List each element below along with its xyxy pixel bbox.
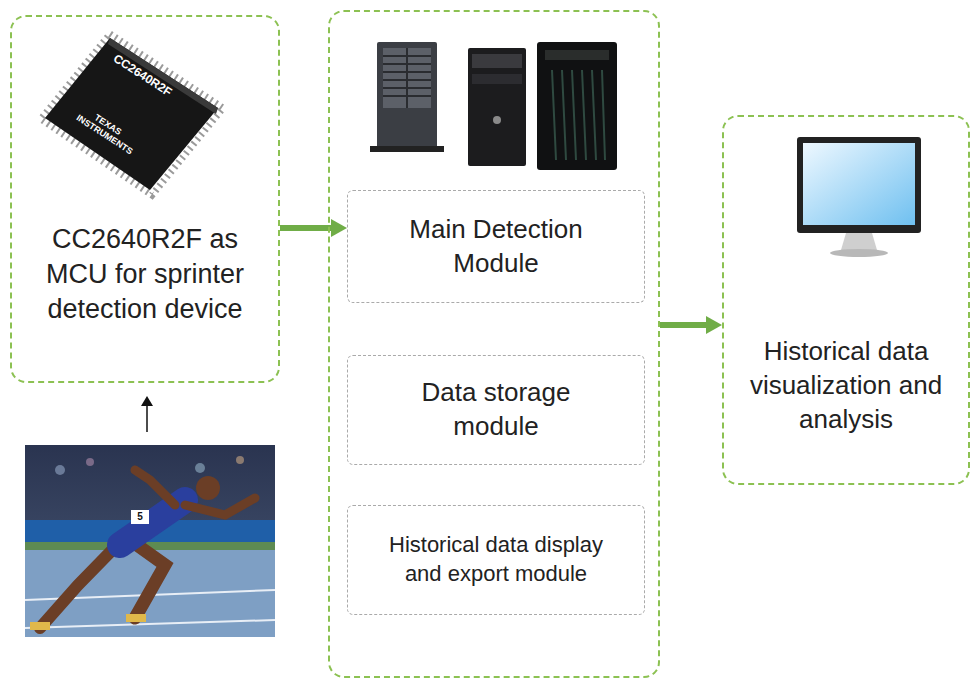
- sprinter-photo-part: [25, 445, 275, 637]
- input-arrow-part: [141, 396, 153, 406]
- node-text: CC2640R2F as MCU for sprinter detection …: [24, 222, 266, 327]
- server-tower-part: [377, 42, 437, 150]
- sprinter-photo-part: [40, 540, 122, 628]
- monitor-icon: [797, 137, 921, 257]
- server-tower-part: [472, 54, 522, 68]
- sprinter-photo-part: [25, 620, 275, 628]
- arrow-shaft: [280, 225, 333, 231]
- flow-arrow: [660, 316, 722, 334]
- sprinter-photo-part: [185, 498, 255, 515]
- chip-illustration-part: [108, 38, 218, 114]
- module-box: Main Detection Module: [347, 190, 645, 303]
- sprinter-photo-part: [131, 510, 149, 524]
- node-text: Data storage module: [388, 376, 604, 444]
- output-panel: Historical data visualization and analys…: [722, 115, 970, 485]
- server-tower-part: [552, 70, 605, 160]
- sprinter-photo: [25, 445, 275, 637]
- server-tower-part: [472, 74, 522, 84]
- server-tower-part: [468, 48, 526, 166]
- server-tower-part: [537, 42, 617, 170]
- bib-number: 5: [135, 511, 145, 522]
- sprinter-photo-part: [196, 476, 220, 500]
- monitor-icon-part: [841, 233, 877, 250]
- server-tower: [468, 48, 526, 166]
- server-tower-part: [370, 146, 444, 152]
- sprinter-photo-part: [86, 458, 94, 466]
- sprinter-photo-part: [55, 465, 65, 475]
- arrow-head: [331, 219, 347, 237]
- server-tower-part: [383, 48, 431, 108]
- input-arrow-part: [146, 404, 148, 432]
- arrow-shaft: [660, 322, 708, 328]
- sprinter-photo-part: [130, 540, 165, 618]
- chip-illustration: [41, 34, 223, 195]
- sprinter-photo-part: [236, 456, 244, 464]
- monitor-icon-part: [803, 143, 915, 225]
- monitor-icon-part: [797, 137, 921, 233]
- chip-illustration-part: [41, 34, 223, 195]
- server-tower: [370, 42, 444, 152]
- server-panel: Main Detection ModuleData storage module…: [328, 10, 660, 678]
- monitor-icon-part: [830, 249, 888, 257]
- node-text: Main Detection Module: [370, 213, 622, 281]
- server-tower-part: [406, 48, 408, 108]
- module-box: Data storage module: [347, 355, 645, 465]
- sprinter-photo-part: [195, 463, 205, 473]
- sprinter-photo-part: [30, 622, 50, 630]
- module-box: Historical data display and export modul…: [347, 505, 645, 615]
- sprinter-photo-part: [126, 614, 146, 622]
- input-arrow: [141, 396, 153, 432]
- arrow-head: [706, 316, 722, 334]
- server-tower: [537, 42, 617, 170]
- flow-arrow: [280, 219, 347, 237]
- chip-illustration-part: [45, 38, 218, 190]
- node-text: Historical data display and export modul…: [370, 531, 622, 588]
- node-text: Historical data visualization and analys…: [742, 335, 950, 436]
- server-tower-part: [493, 116, 501, 124]
- server-tower-part: [545, 50, 609, 60]
- sprinter-photo-part: [135, 470, 175, 505]
